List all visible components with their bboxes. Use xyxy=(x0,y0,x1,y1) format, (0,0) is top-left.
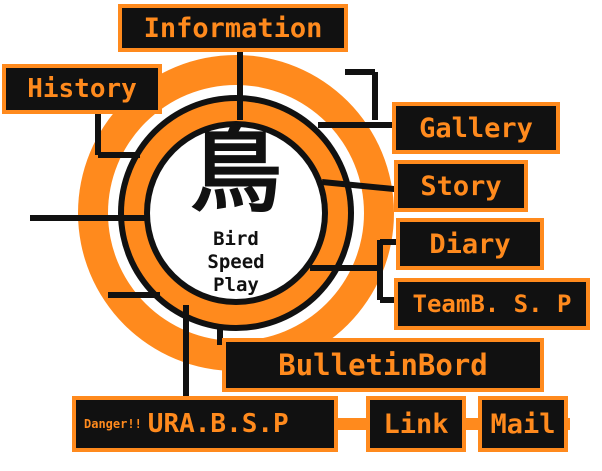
nav-information-button[interactable]: Information xyxy=(118,4,348,52)
nav-information-label: Information xyxy=(122,8,344,48)
nav-link-button[interactable]: Link xyxy=(366,396,466,452)
logo-line-speed: Speed xyxy=(207,251,265,273)
nav-story-label: Story xyxy=(398,164,524,208)
nav-history-button[interactable]: History xyxy=(2,64,162,114)
nav-ura-bsp-inner: Danger!! URA.B.S.P xyxy=(76,400,334,448)
nav-diary-label: Diary xyxy=(400,222,540,266)
nav-mail-label: Mail xyxy=(482,400,564,448)
nav-link-label: Link xyxy=(370,400,462,448)
nav-diary-button[interactable]: Diary xyxy=(396,218,544,270)
nav-danger-label: Danger!! xyxy=(84,417,142,431)
nav-team-button[interactable]: TeamB. S. P xyxy=(394,278,590,330)
nav-history-label: History xyxy=(6,68,158,110)
nav-story-button[interactable]: Story xyxy=(394,160,528,212)
center-white-disc xyxy=(150,127,322,299)
nav-bulletin-board-label: BulletinBord xyxy=(226,342,540,388)
logo-line-play: Play xyxy=(213,274,259,296)
logo-line-bird: Bird xyxy=(213,228,259,250)
nav-mail-button[interactable]: Mail xyxy=(478,396,568,452)
nav-team-label: TeamB. S. P xyxy=(398,282,586,326)
nav-gallery-button[interactable]: Gallery xyxy=(392,102,560,154)
nav-gallery-label: Gallery xyxy=(396,106,556,150)
nav-ura-bsp-label: URA.B.S.P xyxy=(147,409,289,439)
bird-kanji-logo: 鳥 xyxy=(189,118,282,225)
nav-ura-bsp-button[interactable]: Danger!! URA.B.S.P xyxy=(72,396,338,452)
logo-text: Bird Speed Play xyxy=(190,228,282,297)
nav-bulletin-board-button[interactable]: BulletinBord xyxy=(222,338,544,392)
